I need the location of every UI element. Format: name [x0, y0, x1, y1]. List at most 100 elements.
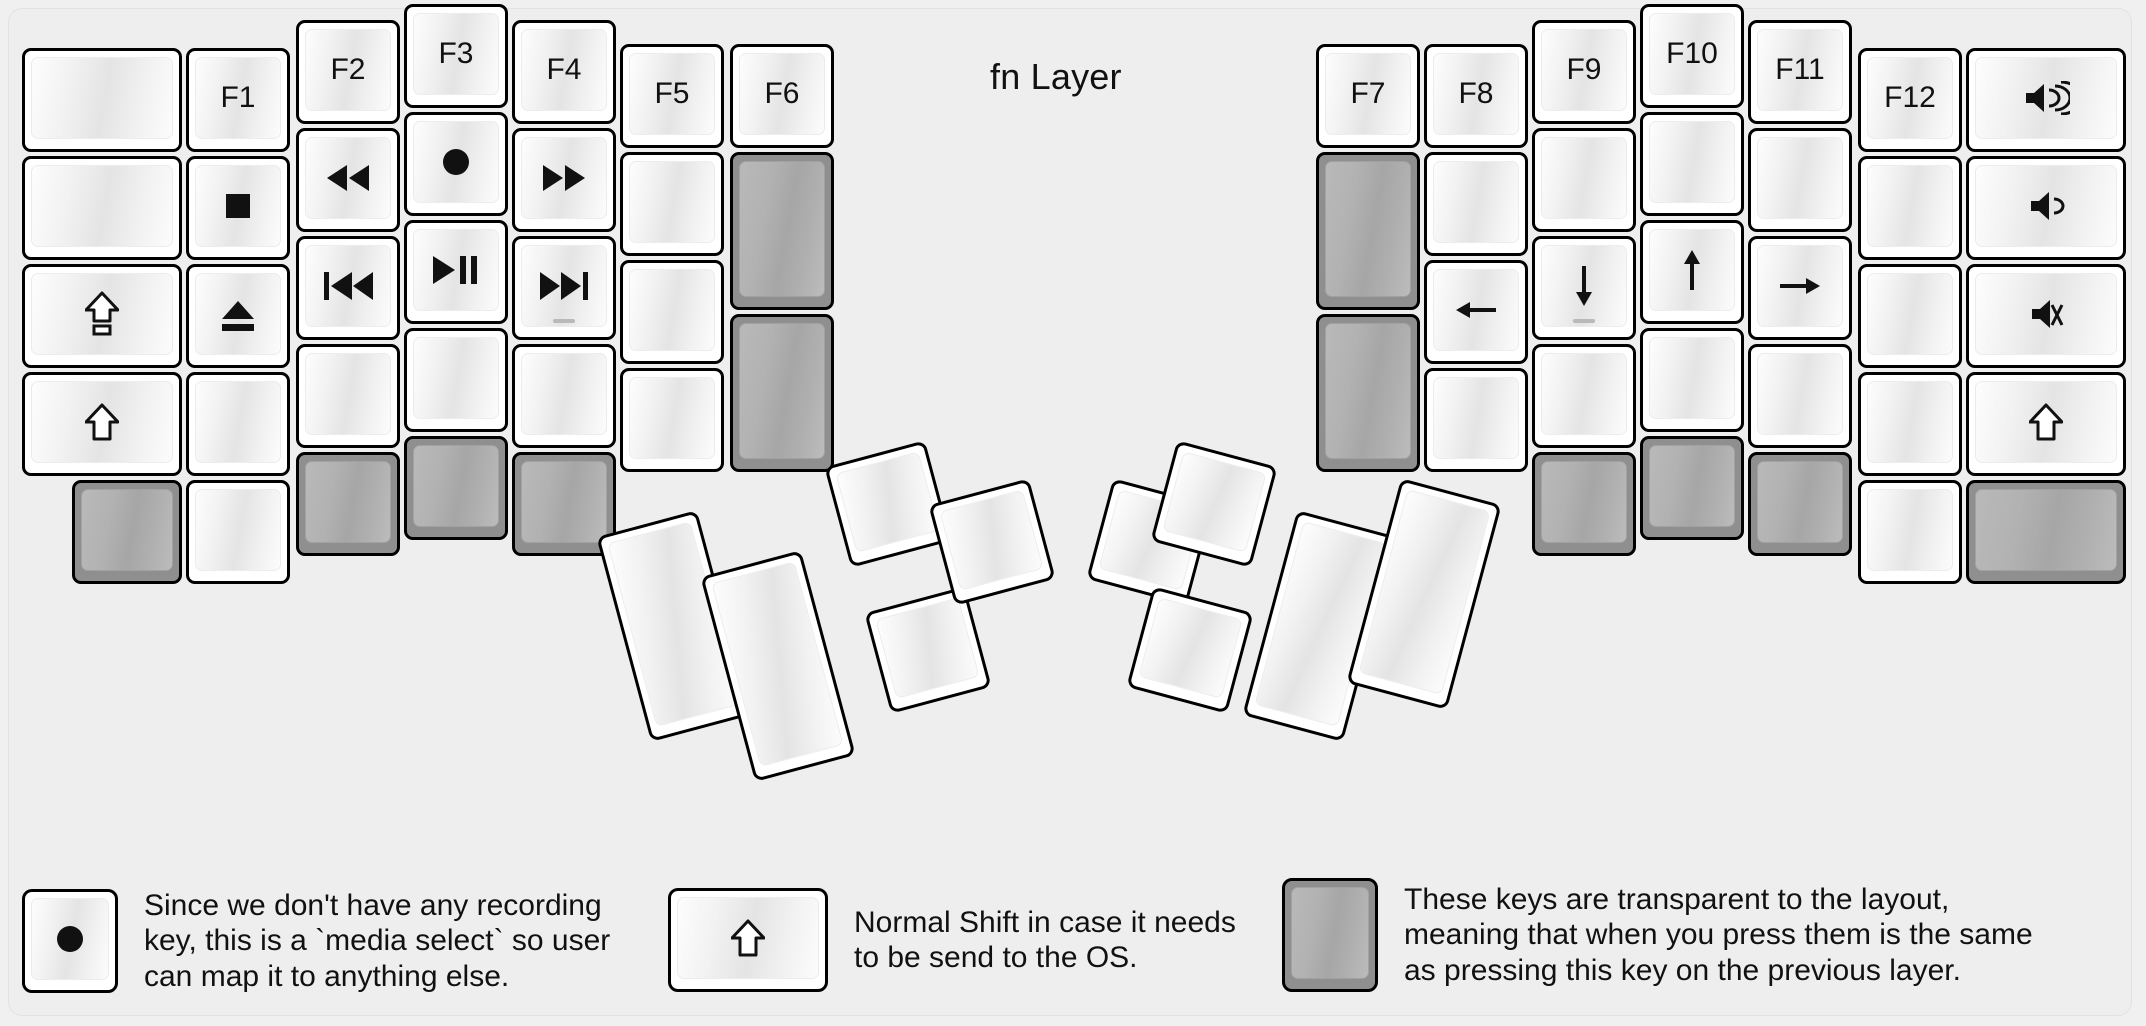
next-track-icon — [521, 245, 607, 327]
key-right-c3-r2[interactable] — [1640, 220, 1744, 324]
key-left-c3-r4[interactable] — [404, 436, 508, 540]
key-left-c4-r0[interactable]: F4 — [512, 20, 616, 124]
key-right-c3-r0[interactable]: F10 — [1640, 4, 1744, 108]
media-stop-icon — [195, 165, 281, 247]
key-right-c6-r2[interactable] — [1966, 264, 2126, 368]
key-left-c2-r4[interactable] — [296, 452, 400, 556]
volume-down-icon — [1975, 165, 2117, 247]
key-left-c5-r3[interactable] — [620, 368, 724, 472]
key-left-c1-r3[interactable] — [186, 372, 290, 476]
key-cap — [1649, 445, 1735, 527]
key-right-c5-r0[interactable]: F12 — [1858, 48, 1962, 152]
key-right-c2-r1[interactable] — [1532, 128, 1636, 232]
key-left-c4-r4[interactable] — [512, 452, 616, 556]
key-right-c4-r0[interactable]: F11 — [1748, 20, 1852, 124]
legend-text-2: These keys are transparent to the layout… — [1404, 882, 2033, 987]
key-cap: F3 — [413, 13, 499, 95]
key-right-c2-r2[interactable] — [1532, 236, 1636, 340]
key-right-c4-r4[interactable] — [1748, 452, 1852, 556]
key-right-c2-r3[interactable] — [1532, 344, 1636, 448]
key-cap: F4 — [521, 29, 607, 111]
key-right-c1-r2[interactable] — [1424, 260, 1528, 364]
key-left-c5-r2[interactable] — [620, 260, 724, 364]
key-cap — [1757, 461, 1843, 543]
key-left-c1-r0[interactable]: F1 — [186, 48, 290, 152]
key-right-c6-r3[interactable] — [1966, 372, 2126, 476]
key-left-c0-r3[interactable] — [22, 372, 182, 476]
key-right-c0-r0[interactable]: F7 — [1316, 44, 1420, 148]
key-cap: F8 — [1433, 53, 1519, 135]
key-right-c3-r1[interactable] — [1640, 112, 1744, 216]
key-cap — [1649, 337, 1735, 419]
key-right-c4-r1[interactable] — [1748, 128, 1852, 232]
key-left-c3-r2[interactable] — [404, 220, 508, 324]
homing-bar — [1573, 319, 1595, 323]
key-left-c5-r1[interactable] — [620, 152, 724, 256]
key-left-c1-r1[interactable] — [186, 156, 290, 260]
key-right-c5-r3[interactable] — [1858, 372, 1962, 476]
key-cap: F1 — [195, 57, 281, 139]
key-right-c4-r2[interactable] — [1748, 236, 1852, 340]
shift-icon — [677, 897, 819, 979]
key-left-c0-r0[interactable] — [22, 48, 182, 152]
key-cap — [1867, 165, 1953, 247]
legend-text-0: Since we don't have any recording key, t… — [144, 889, 611, 993]
key-right-c5-r1[interactable] — [1858, 156, 1962, 260]
key-left-c0-r2[interactable] — [22, 264, 182, 368]
key-right-c1-r0[interactable]: F8 — [1424, 44, 1528, 148]
key-left-c2-r1[interactable] — [296, 128, 400, 232]
legend-item-1: Normal Shift in case it needs to be send… — [668, 888, 1236, 992]
key-cap — [629, 377, 715, 459]
key-left-c3-r1[interactable] — [404, 112, 508, 216]
key-right-c6-r0[interactable] — [1966, 48, 2126, 152]
key-cap — [1541, 137, 1627, 219]
rewind-icon — [305, 137, 391, 219]
key-left-c6-r1[interactable] — [730, 152, 834, 310]
key-right-c3-r3[interactable] — [1640, 328, 1744, 432]
key-cap — [1757, 137, 1843, 219]
key-right-c2-r4[interactable] — [1532, 452, 1636, 556]
key-right-c1-r1[interactable] — [1424, 152, 1528, 256]
key-cap — [1867, 381, 1953, 463]
key-left-c2-r3[interactable] — [296, 344, 400, 448]
key-right-c0-r1[interactable] — [1316, 152, 1420, 310]
key-left-c4-r1[interactable] — [512, 128, 616, 232]
key-cap: F9 — [1541, 29, 1627, 111]
key-cap: F10 — [1649, 13, 1735, 95]
key-left-c3-r3[interactable] — [404, 328, 508, 432]
key-left-c6-r0[interactable]: F6 — [730, 44, 834, 148]
key-left-c0-r1[interactable] — [22, 156, 182, 260]
key-cap — [739, 323, 825, 459]
arrow-up-icon — [1649, 229, 1735, 311]
key-left-c4-r2[interactable] — [512, 236, 616, 340]
key-right-c0-r2[interactable] — [1316, 314, 1420, 472]
key-left-c5-r0[interactable]: F5 — [620, 44, 724, 148]
key-left-c4-r3[interactable] — [512, 344, 616, 448]
key-cap — [195, 489, 281, 571]
legend-item-2: These keys are transparent to the layout… — [1282, 878, 2033, 992]
shift-icon — [1975, 381, 2117, 463]
key-right-c5-r4[interactable] — [1858, 480, 1962, 584]
key-left-c0-r4-transparent[interactable] — [72, 480, 182, 584]
legend-key-0 — [22, 889, 118, 994]
key-left-c6-r2[interactable] — [730, 314, 834, 472]
arrow-left-icon — [1433, 269, 1519, 351]
legend-item-0: Since we don't have any recording key, t… — [22, 888, 610, 994]
key-cap — [195, 381, 281, 463]
key-right-c4-r3[interactable] — [1748, 344, 1852, 448]
key-right-c2-r0[interactable]: F9 — [1532, 20, 1636, 124]
key-cap — [305, 353, 391, 435]
key-cap — [1325, 323, 1411, 459]
key-right-c6-r4[interactable] — [1966, 480, 2126, 584]
key-left-c2-r0[interactable]: F2 — [296, 20, 400, 124]
key-left-c1-r2[interactable] — [186, 264, 290, 368]
key-right-c1-r3[interactable] — [1424, 368, 1528, 472]
key-cap — [1757, 353, 1843, 435]
legend-text-1: Normal Shift in case it needs to be send… — [854, 905, 1236, 974]
key-right-c6-r1[interactable] — [1966, 156, 2126, 260]
key-right-c3-r4[interactable] — [1640, 436, 1744, 540]
key-right-c5-r2[interactable] — [1858, 264, 1962, 368]
key-left-c2-r2[interactable] — [296, 236, 400, 340]
key-left-c1-r4[interactable] — [186, 480, 290, 584]
key-left-c3-r0[interactable]: F3 — [404, 4, 508, 108]
